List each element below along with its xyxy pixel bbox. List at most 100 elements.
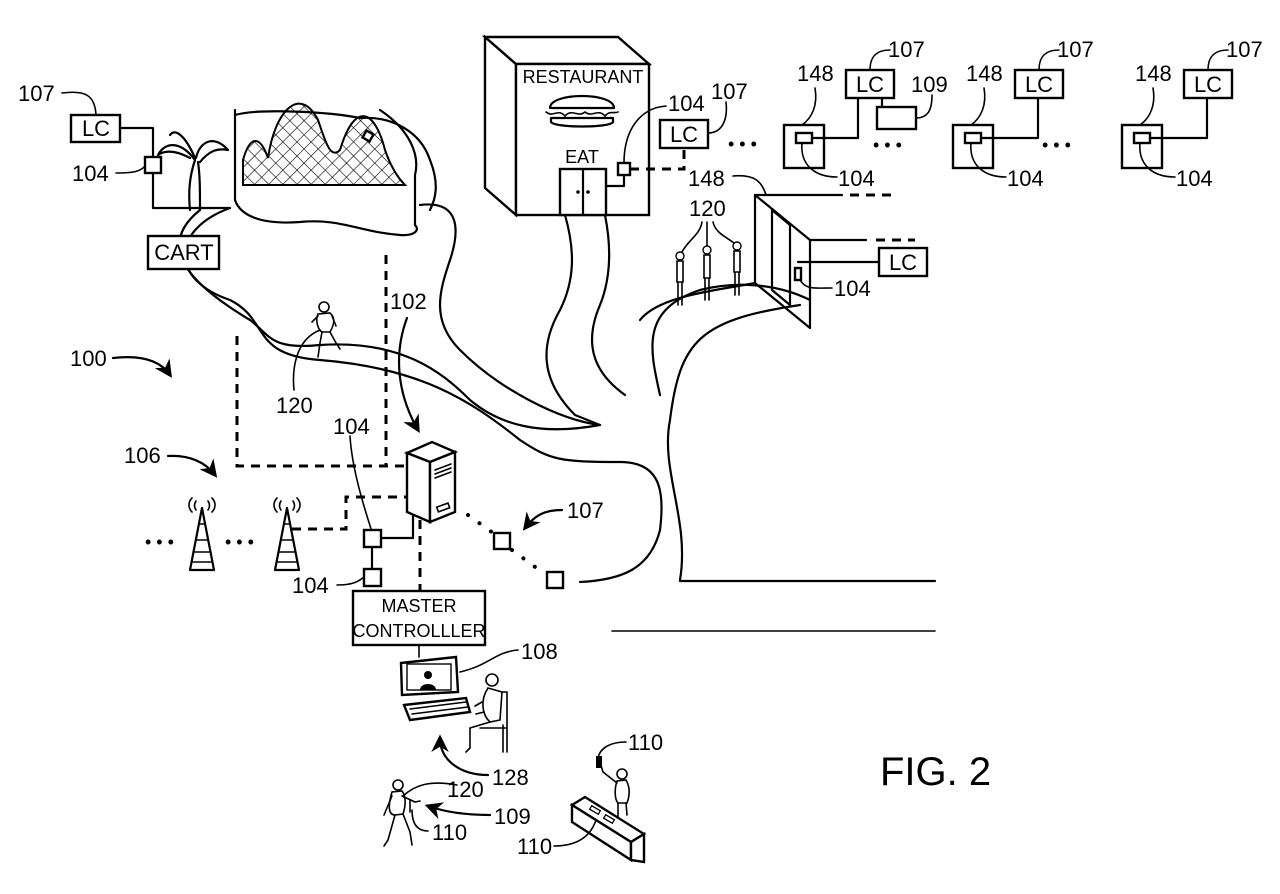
leader-120-queue-c [712,221,737,246]
ref-120-runner: 120 [276,393,313,418]
sensor-104-a[interactable] [362,528,383,549]
sensor-104-restaurant[interactable] [616,161,632,177]
restaurant-door-wire [604,173,626,188]
cell-tower-icon [188,497,216,572]
restaurant-sign: RESTAURANT [523,67,644,87]
ellipsis-restaurant: • • • [728,134,757,154]
wireless-network-links [235,255,422,592]
leader-107-gate-2 [1038,49,1060,71]
leader-148-gate-1 [801,87,817,126]
leader-148-gate-2 [970,87,986,126]
roller-coaster-attraction [233,102,437,212]
arrow-100 [111,356,172,378]
leader-104-server [349,435,373,533]
gate-reader-148-2[interactable] [951,123,995,170]
ref-104-gate-2: 104 [1007,166,1044,191]
cell-tower-icon [273,497,301,572]
server-102-icon[interactable] [403,440,459,524]
park-paths [178,108,937,632]
gate-wire-2 [979,95,1040,140]
master-controller-box[interactable]: MASTER CONTROLLLER [351,589,487,647]
lc-unit-gate-3[interactable]: LC [1182,68,1234,100]
queue-path-edge [638,281,757,322]
ref-148-gate-1: 148 [797,61,834,86]
ref-104-restaurant: 104 [668,91,705,116]
operator-seated-icon [465,673,508,753]
sensor-wire-a [379,513,415,540]
leader-107-restaurant [707,101,728,134]
leader-107-gate-1 [869,49,891,71]
lc-unit-gate-2[interactable]: LC [1013,68,1065,100]
lc-unit-restaurant[interactable]: LC [658,118,710,150]
restaurant-building[interactable]: RESTAURANT EAT [481,34,653,218]
sensor-104-entrance[interactable] [793,266,803,282]
coaster-wire [118,126,232,210]
lc-unit-coaster[interactable]: LC [69,113,122,144]
leader-104-entrance [799,279,833,289]
ref-110-walker: 110 [432,820,467,845]
lc-label: LC [82,116,110,141]
cart-box[interactable]: CART [146,234,221,271]
sensor-104-b[interactable] [362,567,383,588]
ref-108-workstation: 108 [521,639,558,664]
guest-runner-icon [311,301,341,358]
device-109-box[interactable] [875,105,918,131]
arrow-106 [166,454,218,478]
ellipsis-towers-mid: • • • [225,532,254,552]
ref-106-towers: 106 [124,443,161,468]
gate-reader-148-1[interactable] [782,123,826,170]
leader-110-kiosk [553,819,597,847]
leader-104-gate-3 [1139,142,1176,178]
leader-104-b [336,576,365,586]
lc-label: LC [1025,72,1053,97]
ref-104-entrance: 104 [834,276,871,301]
ref-104-b: 104 [292,573,329,598]
ref-107-gate-2: 107 [1057,37,1094,62]
figure-title: FIG. 2 [880,750,991,794]
leader-104-restaurant [623,105,667,164]
gate-reader-148-3[interactable] [1120,123,1164,170]
guest-walking-icon [383,779,421,847]
leader-148-gate-3 [1139,87,1155,126]
leader-148-entrance [732,174,767,196]
leader-107-coaster [61,91,97,116]
dotted-link-107-b [510,548,548,577]
lc-unit-entrance[interactable]: LC [877,246,929,278]
queue-guest-icon [675,251,685,306]
leader-109-box [915,94,933,119]
ref-148-entrance: 148 [688,166,725,191]
ref-104-gate-1: 104 [838,166,875,191]
guest-with-device-icon [596,756,630,818]
lc-label: LC [670,122,698,147]
queue-guest-icon [702,245,712,301]
kiosk-counter-icon[interactable] [569,795,647,864]
ref-148-gate-2: 148 [966,61,1003,86]
ref-148-gate-3: 148 [1135,61,1172,86]
leader-104-gate-2 [970,142,1007,178]
attraction-entrance-structure[interactable] [753,193,915,330]
sensor-104-coaster[interactable] [143,155,163,175]
ref-107-chain: 107 [567,498,604,523]
master-controller-line2: CONTROLLLER [352,621,485,641]
leader-110-walker [411,809,429,832]
lc-node-107-a[interactable] [492,531,512,551]
lc-label: LC [856,72,884,97]
ellipsis-gate-2: • • • [1042,135,1071,155]
lc-node-107-b[interactable] [545,570,565,590]
ref-100-system: 100 [70,346,107,371]
ref-109-box: 109 [911,72,948,97]
arrow-109-walker [424,802,492,819]
master-controller-line1: MASTER [381,596,456,616]
ref-104-coaster: 104 [72,161,109,186]
leader-120-queue-a [681,221,703,253]
burger-icon [545,94,619,128]
ref-102-server: 102 [390,289,427,314]
ref-107-gate-1: 107 [888,37,925,62]
restaurant-dashed-link [630,148,686,171]
ellipsis-towers-left: • • • [145,532,174,552]
computer-workstation-icon[interactable] [399,655,472,722]
lc-unit-gate-1[interactable]: LC [844,68,896,100]
arrow-128 [431,734,490,777]
gate-wire-1 [810,95,860,140]
